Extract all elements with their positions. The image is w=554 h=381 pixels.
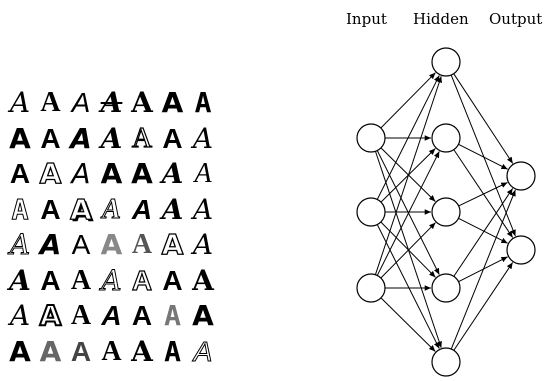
font-glyph: A xyxy=(39,299,63,332)
hidden-node xyxy=(431,347,461,377)
connections xyxy=(374,72,516,352)
font-glyph: A xyxy=(39,334,62,368)
connection-arrow xyxy=(376,224,440,349)
font-glyph: A xyxy=(162,264,183,296)
font-glyph: A xyxy=(70,335,92,367)
font-glyph: A xyxy=(40,193,61,225)
font-glyph: A xyxy=(192,263,214,297)
font-glyph: A xyxy=(100,157,123,190)
font-glyph: A xyxy=(131,193,153,225)
font-glyph: A xyxy=(40,87,61,118)
input-layer-label: Input xyxy=(346,10,387,28)
font-glyph: A xyxy=(9,228,31,261)
font-glyph: A xyxy=(194,158,212,189)
connection-arrow xyxy=(453,262,514,351)
font-glyph: A xyxy=(101,335,122,367)
font-glyph: A xyxy=(9,158,31,189)
font-glyph: A xyxy=(9,86,31,119)
font-glyph: A xyxy=(161,157,184,190)
connection-arrow xyxy=(380,297,436,352)
font-glyph: A xyxy=(70,264,92,296)
connection-arrow xyxy=(453,73,514,164)
output-node xyxy=(506,235,536,265)
connection-arrow xyxy=(458,217,508,244)
font-glyph: A xyxy=(193,335,213,367)
font-glyph: A xyxy=(100,86,123,119)
connection-arrow xyxy=(450,74,516,237)
font-glyph: A xyxy=(131,334,153,368)
font-glyph: A xyxy=(131,264,153,296)
connection-arrow xyxy=(450,189,516,350)
font-glyph: A xyxy=(39,228,62,261)
font-glyph: A xyxy=(70,300,92,331)
font-glyph: A xyxy=(161,86,184,119)
font-glyph: A xyxy=(71,229,91,260)
font-glyph: A xyxy=(192,192,214,226)
connection-arrow xyxy=(376,75,440,200)
font-glyph: A xyxy=(164,334,181,368)
connection-arrow xyxy=(374,76,442,275)
font-glyph: A xyxy=(39,157,62,190)
input-node xyxy=(356,123,386,153)
input-node xyxy=(356,273,386,303)
font-glyph: A xyxy=(131,86,153,119)
connection-arrow xyxy=(453,188,514,277)
hidden-node xyxy=(431,273,461,303)
connection-arrow xyxy=(380,72,436,129)
output-layer-label: Output xyxy=(489,10,543,28)
font-glyph: A xyxy=(100,121,123,155)
font-glyph: A xyxy=(70,121,92,155)
input-node xyxy=(356,197,386,227)
font-glyph: A xyxy=(102,193,122,225)
font-glyph: A xyxy=(131,300,153,331)
connection-arrow xyxy=(380,222,436,279)
font-glyph: A xyxy=(70,192,93,226)
font-glyph: A xyxy=(131,122,153,154)
hidden-node xyxy=(431,47,461,77)
font-glyph: A xyxy=(40,122,61,154)
font-glyph: A xyxy=(161,192,184,226)
font-glyph: A xyxy=(192,228,214,261)
connection-arrow xyxy=(376,151,440,276)
font-glyph: A xyxy=(9,263,31,297)
font-glyph: A xyxy=(101,263,122,297)
font-glyph: A xyxy=(11,192,29,226)
font-glyph: A xyxy=(9,121,31,155)
font-glyph: A xyxy=(71,87,91,118)
font-glyph: A xyxy=(71,157,91,190)
font-glyph: A xyxy=(161,228,184,261)
font-glyph: A xyxy=(192,299,214,332)
hidden-node xyxy=(431,197,461,227)
font-glyph: A xyxy=(131,229,153,260)
font-glyph: A xyxy=(131,157,153,190)
font-glyph: A xyxy=(192,121,214,155)
font-glyph: A xyxy=(9,334,31,368)
neurons xyxy=(356,47,536,377)
connection-arrow xyxy=(458,143,508,170)
font-glyph: A xyxy=(9,299,31,332)
font-glyph: A xyxy=(100,228,123,261)
font-glyph: A xyxy=(101,300,122,331)
font-glyph: A xyxy=(40,264,61,296)
font-glyph: A xyxy=(194,86,212,119)
connection-arrow xyxy=(458,182,508,207)
hidden-layer-label: Hidden xyxy=(413,10,469,28)
output-node xyxy=(506,161,536,191)
font-glyph: A xyxy=(164,299,181,332)
font-glyph: A xyxy=(162,122,183,154)
hidden-node xyxy=(431,123,461,153)
